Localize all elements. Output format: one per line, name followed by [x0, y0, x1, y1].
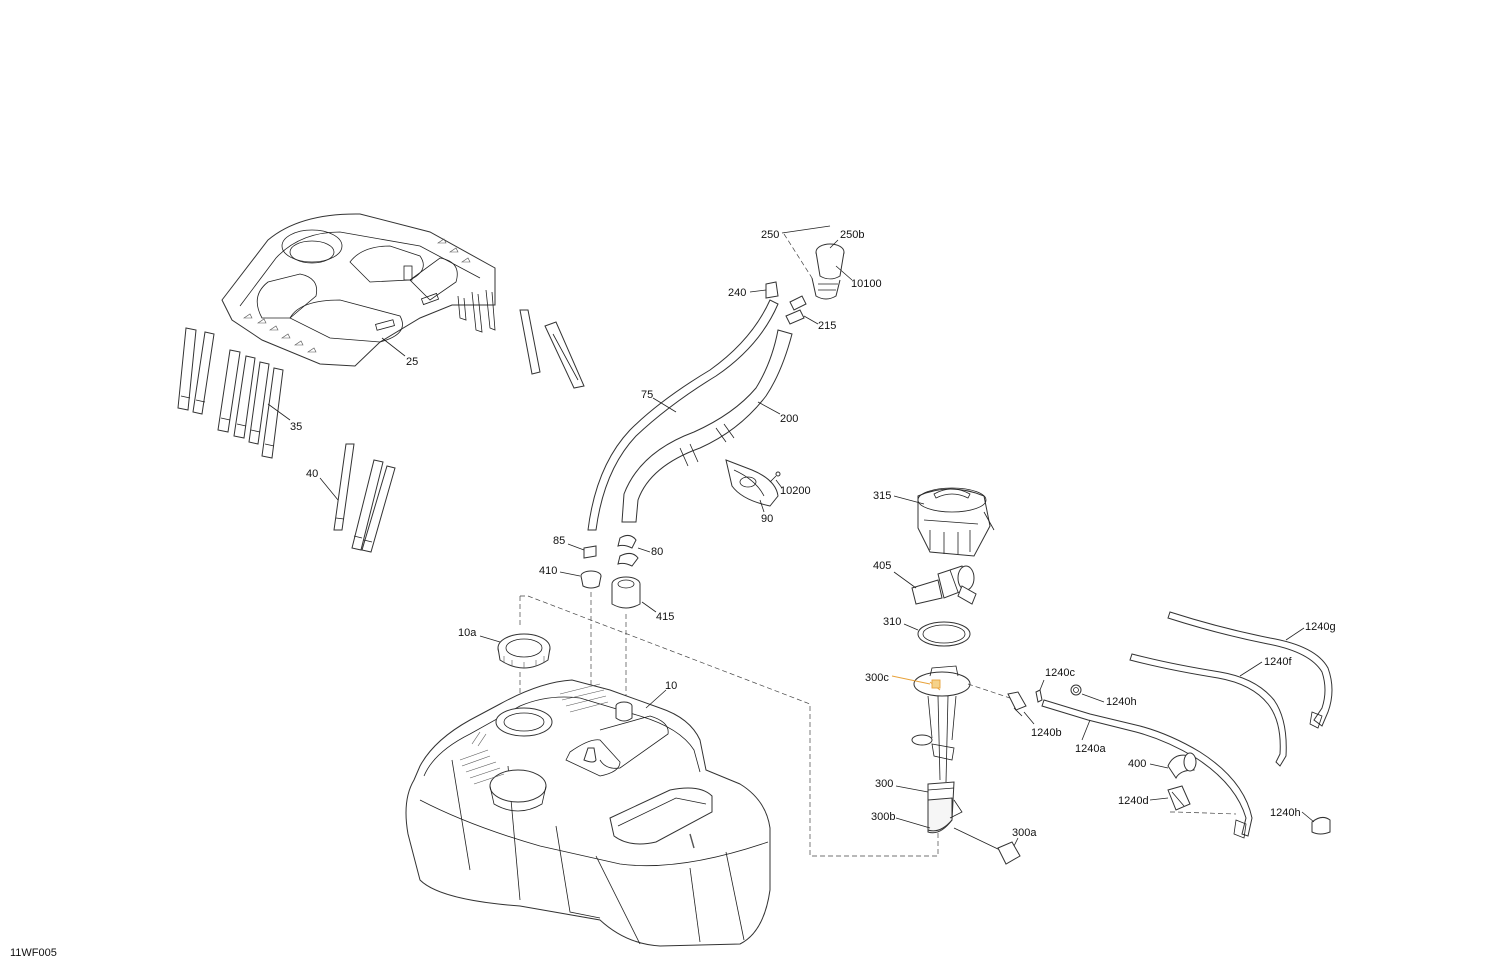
callout-215: 215: [818, 320, 836, 332]
part-80-clamps[interactable]: [617, 534, 639, 567]
callout-415: 415: [656, 611, 674, 623]
part-40-straps[interactable]: [333, 443, 396, 553]
callout-1240h-lower: 1240h: [1270, 807, 1301, 819]
part-side-straps[interactable]: [519, 309, 585, 389]
callout-410: 410: [539, 565, 557, 577]
callout-90: 90: [761, 513, 773, 525]
callout-10100: 10100: [851, 278, 882, 290]
callout-315: 315: [873, 490, 891, 502]
drawing-reference-code: 11WF005: [10, 947, 57, 959]
part-240-clamp[interactable]: [765, 281, 779, 299]
callout-10200: 10200: [780, 485, 811, 497]
callout-300a: 300a: [1012, 827, 1037, 839]
part-1240g-fuel-line[interactable]: [1167, 611, 1333, 729]
callout-35: 35: [290, 421, 302, 433]
part-300-fuel-pump-module[interactable]: [911, 665, 971, 834]
part-310-gasket-ring[interactable]: [917, 621, 971, 647]
callout-240: 240: [728, 287, 746, 299]
part-405-check-valve[interactable]: [911, 565, 977, 605]
part-25-support-plate[interactable]: [221, 213, 496, 367]
part-1240c-clip[interactable]: [1035, 689, 1043, 703]
callout-1240g: 1240g: [1305, 621, 1336, 633]
callout-250: 250: [761, 229, 779, 241]
part-1240h-clamp-lower[interactable]: [1311, 816, 1331, 835]
part-200-filler-hose[interactable]: [621, 329, 793, 523]
part-400-elbow[interactable]: [1167, 752, 1197, 779]
part-1240b-fitting[interactable]: [1007, 691, 1027, 717]
callout-80: 80: [651, 546, 663, 558]
callout-405: 405: [873, 560, 891, 572]
callout-200: 200: [780, 413, 798, 425]
callout-250b: 250b: [840, 229, 864, 241]
callout-300b: 300b: [871, 811, 895, 823]
callout-40: 40: [306, 468, 318, 480]
part-35-straps[interactable]: [177, 327, 284, 459]
callout-10a: 10a: [458, 627, 477, 639]
part-1240a-fuel-line[interactable]: [1041, 699, 1253, 839]
part-415-filler-grommet[interactable]: [611, 576, 641, 609]
callout-75: 75: [641, 389, 653, 401]
callout-1240a: 1240a: [1075, 743, 1106, 755]
callout-300c: 300c: [865, 672, 889, 684]
part-10-fuel-tank[interactable]: [405, 679, 771, 947]
part-300a-sensor-connector[interactable]: [953, 827, 1021, 865]
part-75-vent-hose[interactable]: [587, 299, 779, 531]
callout-1240b: 1240b: [1031, 727, 1062, 739]
part-1240h-clamp-upper[interactable]: [1070, 684, 1082, 696]
part-250-filler-neck[interactable]: [811, 243, 845, 300]
part-215-hose-clamps[interactable]: [785, 295, 807, 325]
part-410-grommet[interactable]: [580, 570, 602, 589]
callout-1240h-upper: 1240h: [1106, 696, 1137, 708]
part-85-clamp[interactable]: [583, 545, 597, 559]
callout-1240d: 1240d: [1118, 795, 1149, 807]
part-10200-screw[interactable]: [769, 471, 781, 483]
callout-400: 400: [1128, 758, 1146, 770]
callout-1240c: 1240c: [1045, 667, 1075, 679]
callout-1240f: 1240f: [1264, 656, 1292, 668]
callout-310: 310: [883, 616, 901, 628]
callout-25: 25: [406, 356, 418, 368]
callout-10: 10: [665, 680, 677, 692]
callout-85: 85: [553, 535, 565, 547]
part-1240d-connector[interactable]: [1167, 785, 1191, 811]
part-315-pump-cover[interactable]: [917, 487, 995, 557]
part-90-deflector[interactable]: [725, 459, 779, 507]
part-1240f-fuel-line[interactable]: [1129, 653, 1287, 767]
callout-300: 300: [875, 778, 893, 790]
part-10a-lock-ring[interactable]: [497, 633, 551, 669]
